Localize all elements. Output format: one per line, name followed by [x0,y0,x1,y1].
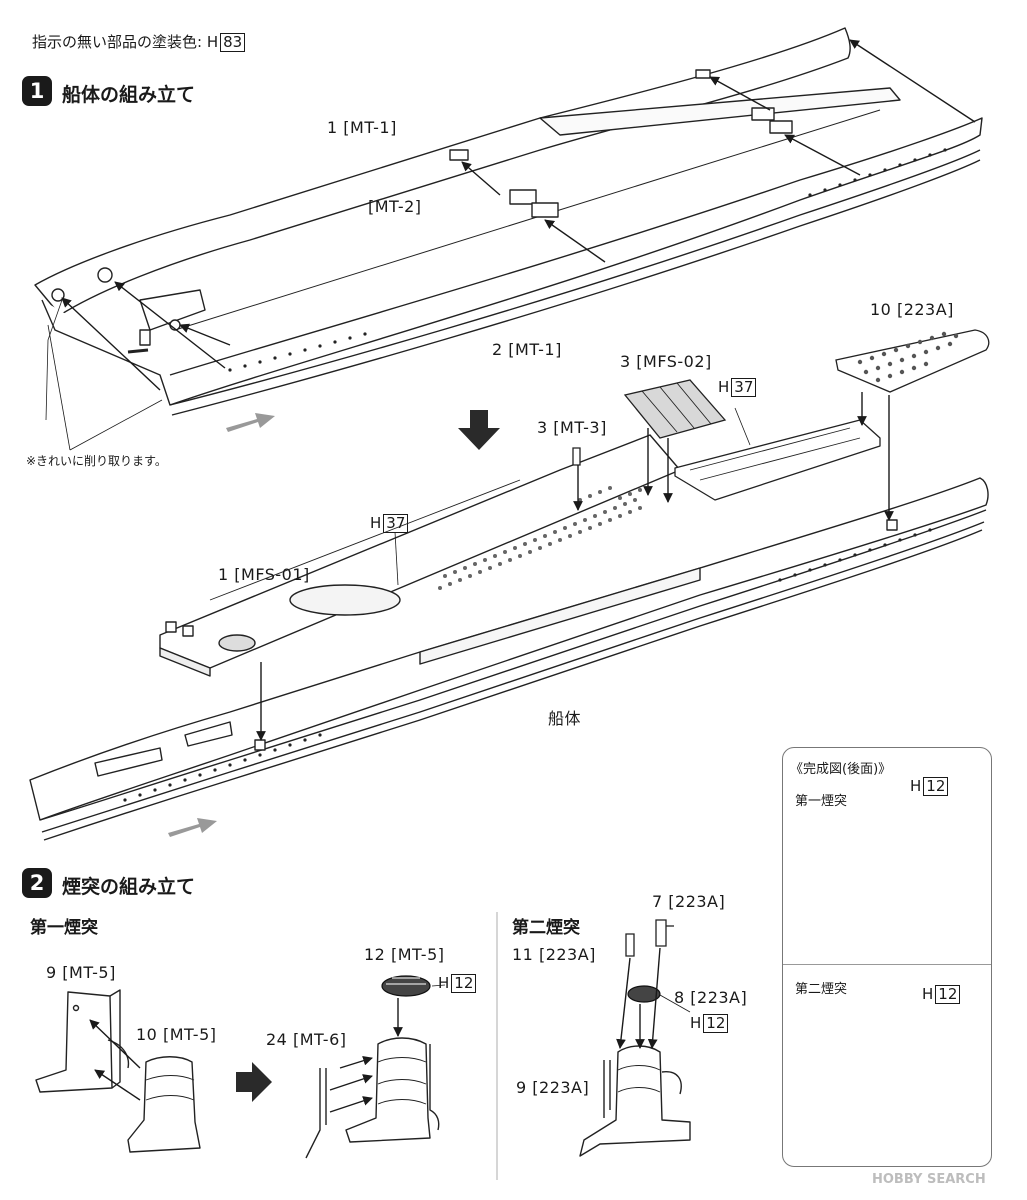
paint-note-code: 83 [220,33,246,52]
deck-part-mfs01 [159,434,681,677]
assembled-hull-portholes [123,528,932,802]
part-3-mt3 [572,447,581,466]
hull-part-1-mt1 [34,27,983,421]
label-h37-a-code: 37 [731,378,757,397]
label-part-1-mt1: 1 [MT-1] [327,118,397,137]
label-part-2-mt1: 2 [MT-1] [492,340,562,359]
forward-arrow-icon [226,413,275,432]
forward-arrow-icon-2 [168,818,217,837]
finished-second-label: 第二煙突 [795,982,848,997]
finished-view-panel [782,747,992,1167]
first-funnel-assembled [305,1037,440,1159]
second-funnel-pipes-7-11 [625,919,674,957]
label-part-12-mt5: 12 [MT-5] [364,945,445,964]
label-part-9-223a: 9 [223A] [516,1078,590,1097]
label-h37-a-prefix: H [718,378,730,396]
label-part-mt2: [MT-2] [368,197,422,216]
label-second-h12-code: 12 [703,1014,729,1033]
step2-next-arrow-icon [236,1062,272,1102]
assembled-hull [29,477,989,841]
hull-portholes-upper [228,148,947,372]
first-funnel-body-part-10 [127,1056,201,1153]
first-funnel-cap-part-12 [381,975,431,997]
finished-second-h-code: 12 [935,985,961,1004]
first-funnel-base-part-9 [35,989,130,1093]
label-part-10-223a: 10 [223A] [870,300,954,319]
finished-first-label: 第一煙突 [795,794,848,809]
label-part-3-mt3: 3 [MT-3] [537,418,607,437]
paint-note-h: H [206,33,219,51]
step2-arrows-first [89,1019,141,1101]
step1-deck-arrows [256,392,894,741]
finished-first-h-code: 12 [923,777,949,796]
deck-part-forward [674,419,881,501]
finished-first-h-prefix: H [910,777,922,795]
finished-view-title: 《完成図(後面)》 [790,762,892,777]
label-h37-b-code: 37 [383,514,409,533]
label-part-7-223a: 7 [223A] [652,892,726,911]
trim-note: ※きれいに削り取ります。 [26,454,167,468]
deck-part-mfs02 [623,379,727,439]
down-arrow-icon [458,410,500,450]
label-first-h12-prefix: H [438,974,450,992]
second-funnel-heading: 第二煙突 [512,918,580,938]
label-part-9-mt5: 9 [MT-5] [46,963,116,982]
label-part-1-mfs01: 1 [MFS-01] [218,565,310,584]
step2-arrows-second [616,947,691,1049]
step2-arrows-first-b [329,984,446,1113]
label-part-11-223a: 11 [223A] [512,945,596,964]
watermark: HOBBY SEARCH [872,1172,986,1187]
label-part-3-mfs02: 3 [MFS-02] [620,352,712,371]
label-hull: 船体 [548,709,582,728]
step1-arrows [47,39,976,451]
label-h37-b-prefix: H [370,514,382,532]
label-second-h12-prefix: H [690,1014,702,1032]
label-part-24-mt6: 24 [MT-6] [266,1030,347,1049]
step-2-title: 煙突の組み立て [62,876,196,898]
second-funnel-assembled [579,1045,691,1157]
finished-second-h-prefix: H [922,985,934,1003]
second-funnel-cap-part-8 [627,985,661,1003]
finished-panel-divider [783,964,991,965]
deck-grating [438,486,642,590]
label-first-h12-code: 12 [451,974,477,993]
step-1-title: 船体の組み立て [62,84,196,106]
step-1-number: 1 [22,76,52,106]
step-2-number: 2 [22,868,52,898]
label-part-10-mt5: 10 [MT-5] [136,1025,217,1044]
first-funnel-heading: 第一煙突 [30,918,98,938]
deck-part-10-studs [857,331,959,383]
label-part-8-223a: 8 [223A] [674,988,748,1007]
paint-note-text: 指示の無い部品の塗装色: [32,33,203,51]
